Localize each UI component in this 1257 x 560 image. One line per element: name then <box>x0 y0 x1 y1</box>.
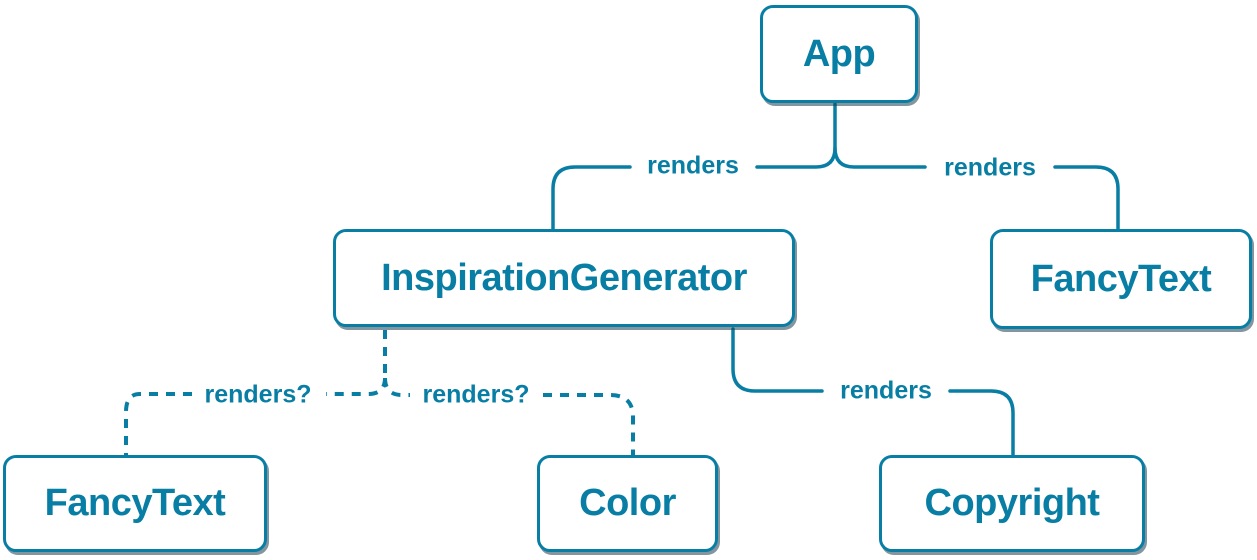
node-inspiration-generator: InspirationGenerator <box>333 229 795 327</box>
node-app: App <box>760 5 918 103</box>
edge-label-renders-conditional-color: renders? <box>422 380 530 409</box>
node-copyright: Copyright <box>879 455 1145 552</box>
node-fancy-text-right: FancyText <box>990 229 1252 329</box>
node-color: Color <box>537 455 718 552</box>
edge-app-fancytext <box>833 146 1120 233</box>
edge-label-renders-inspirationgenerator-copyright: renders <box>840 376 932 405</box>
edge-inspirationgenerator-color-conditional <box>383 377 635 456</box>
edge-inspirationgenerator-copyright <box>731 327 1015 458</box>
edge-label-renders-app-fancytext: renders <box>944 153 1036 182</box>
edge-label-renders-app-inspirationgenerator: renders <box>647 151 739 180</box>
edge-label-renders-conditional-fancytext: renders? <box>204 380 312 409</box>
node-fancy-text-left: FancyText <box>3 455 267 552</box>
